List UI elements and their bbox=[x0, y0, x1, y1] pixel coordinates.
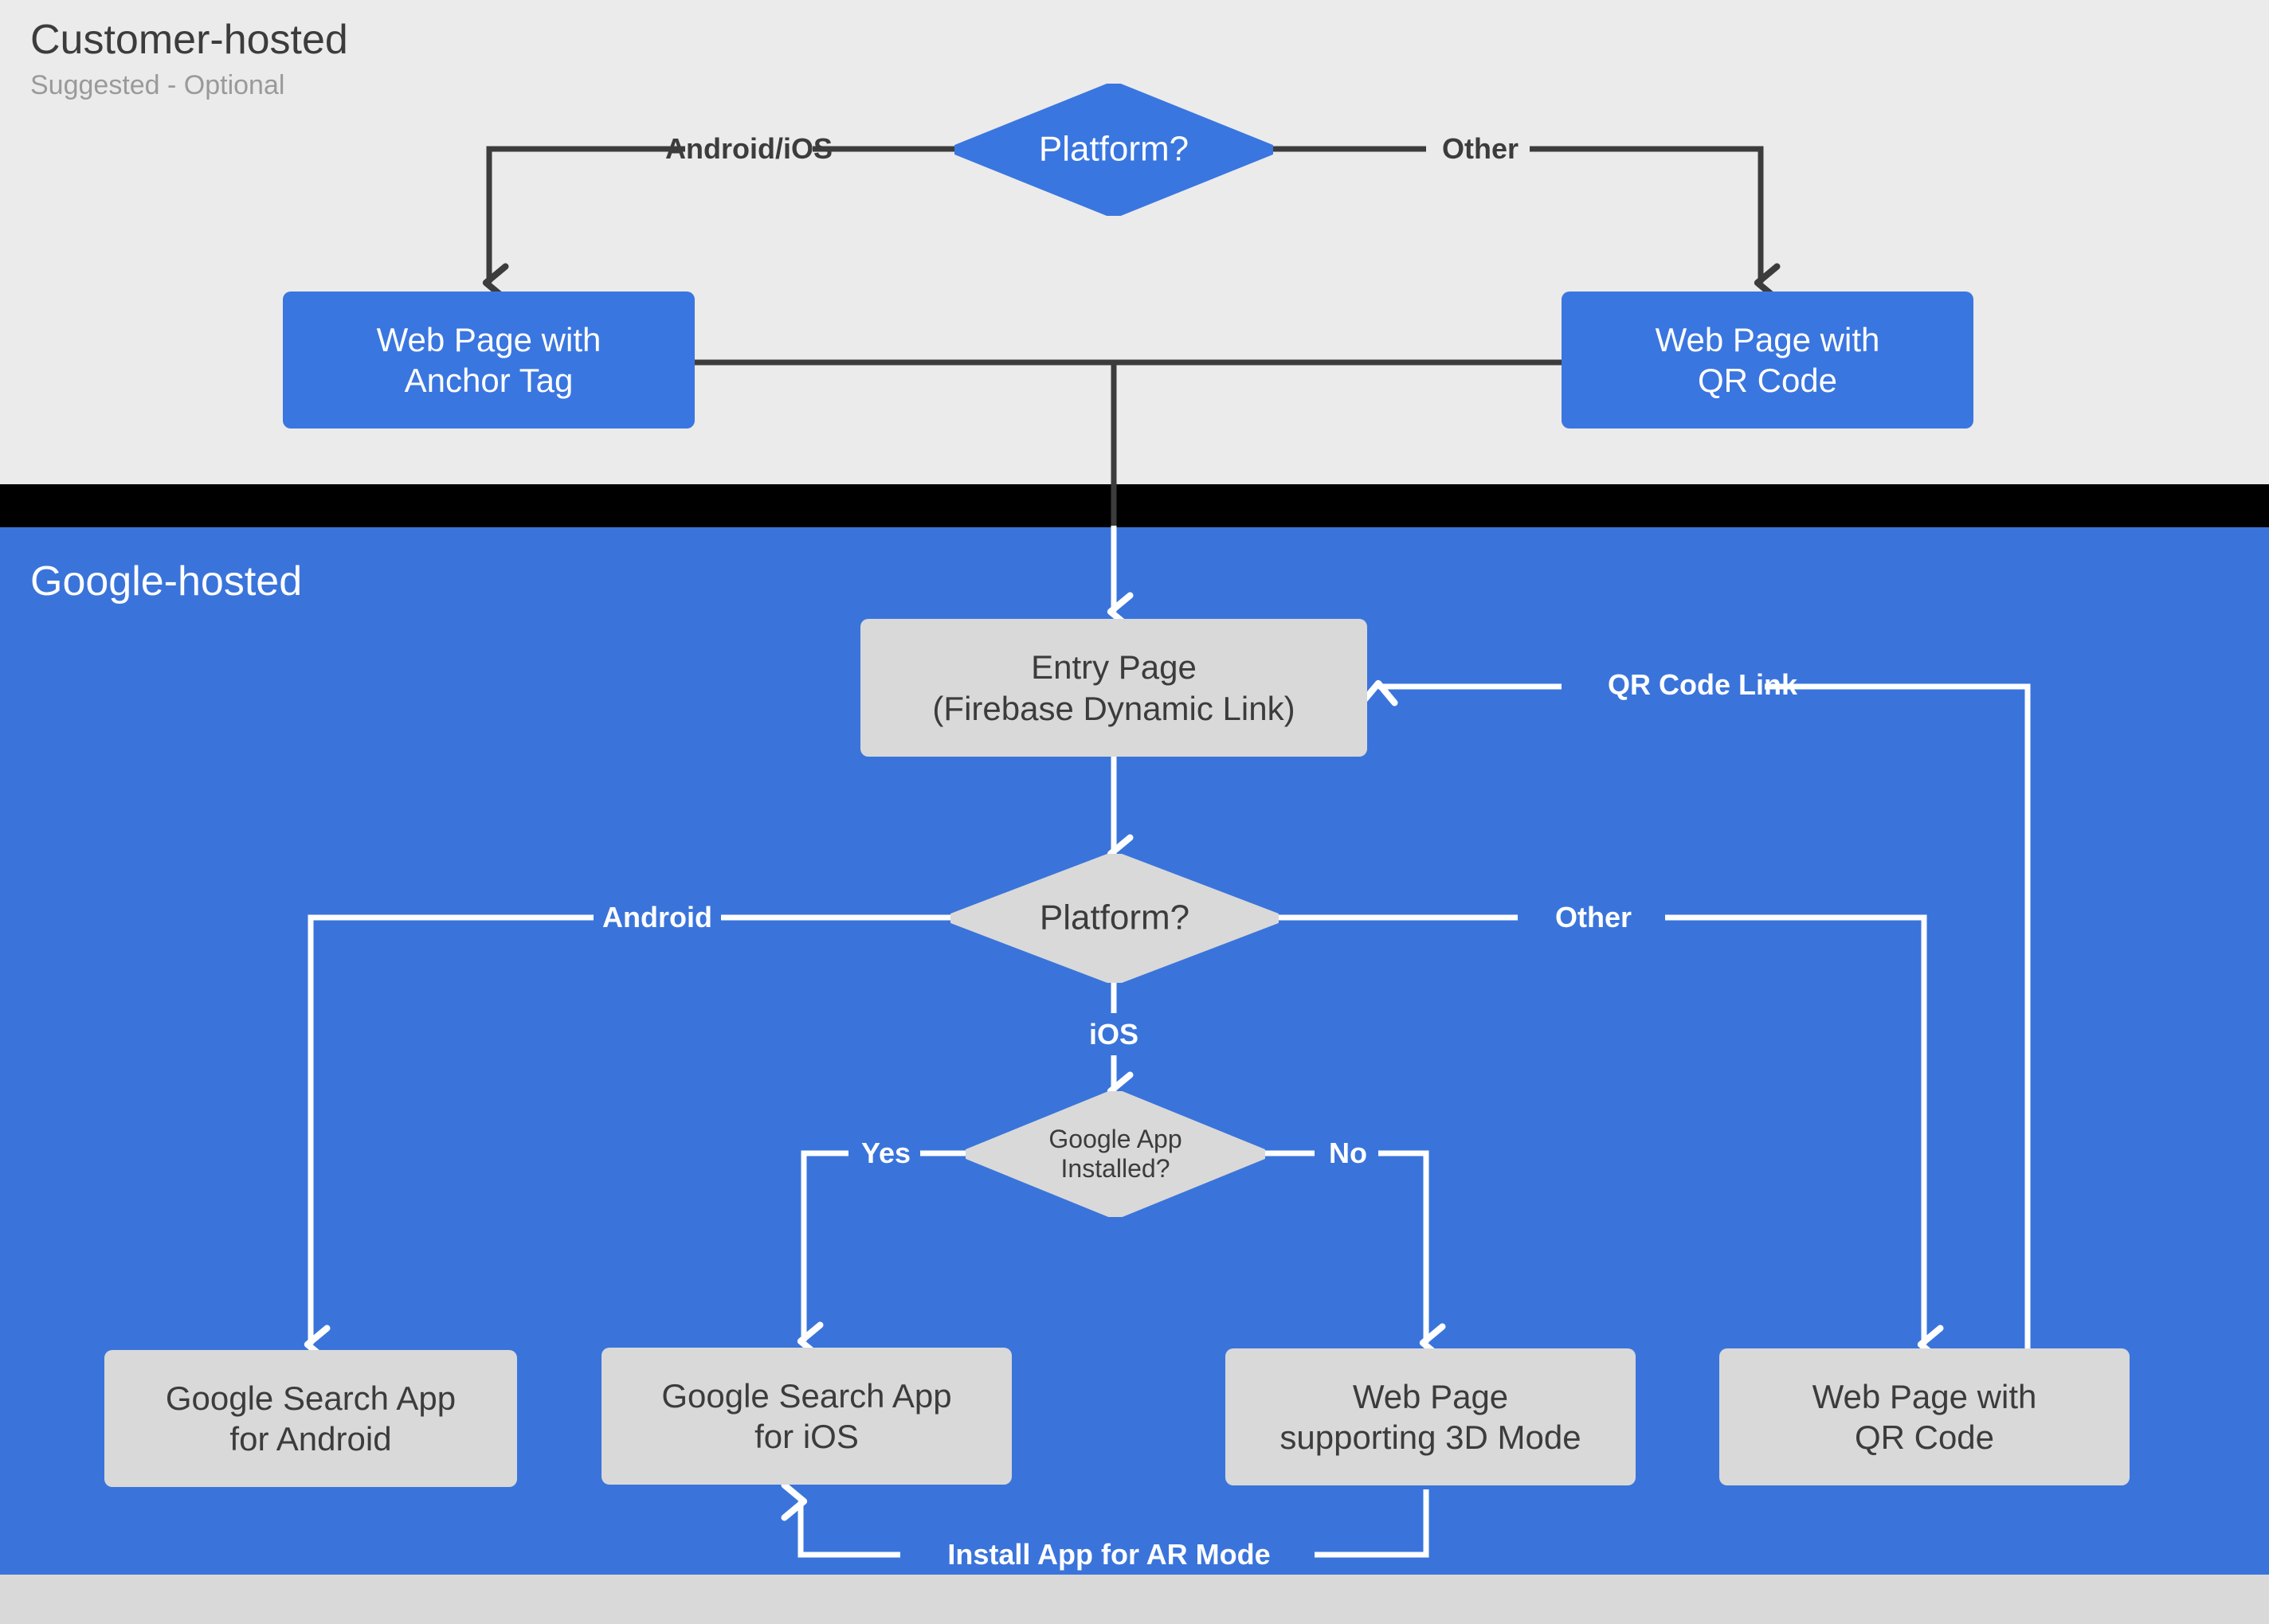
customer-hosted-title: Customer-hosted bbox=[30, 17, 348, 63]
edge-label-qr-code-link: QR Code Link bbox=[1607, 668, 1798, 702]
node-entry-page[interactable]: Entry Page (Firebase Dynamic Link) bbox=[860, 619, 1367, 757]
gsa-ios-line2: for iOS bbox=[754, 1418, 859, 1455]
web-3d-line2: supporting 3D Mode bbox=[1279, 1419, 1581, 1456]
node-web-page-anchor-tag[interactable]: Web Page with Anchor Tag bbox=[283, 292, 695, 429]
edge-label-other-bottom: Other bbox=[1554, 901, 1632, 934]
web-qr-top-line2: QR Code bbox=[1697, 362, 1838, 399]
entry-page-line1: Entry Page bbox=[1031, 648, 1197, 687]
edge-qr-link-a bbox=[1765, 683, 2031, 1348]
web-qr-bottom-line1: Web Page with bbox=[1812, 1377, 2037, 1415]
node-web-page-qr-bottom[interactable]: Web Page with QR Code bbox=[1719, 1348, 2130, 1485]
gsa-ios-line1: Google Search App bbox=[661, 1376, 952, 1415]
edge-platform-top-to-anchor bbox=[482, 146, 685, 303]
entry-page-line2: (Firebase Dynamic Link) bbox=[932, 689, 1295, 727]
google-app-installed-line1: Google App bbox=[1048, 1125, 1182, 1154]
node-web-page-3d-mode[interactable]: Web Page supporting 3D Mode bbox=[1225, 1348, 1636, 1485]
customer-hosted-subtitle: Suggested - Optional bbox=[30, 70, 285, 100]
edge-ar-mode-into-gsa-ios bbox=[781, 1481, 900, 1558]
google-app-installed-line2: Installed? bbox=[1060, 1154, 1170, 1183]
edge-ar-mode-a bbox=[1315, 1489, 1429, 1558]
edge-label-yes: Yes bbox=[860, 1137, 911, 1170]
web-qr-bottom-line2: QR Code bbox=[1854, 1419, 1995, 1456]
edge-platform-top-to-qr bbox=[1530, 146, 1781, 303]
edge-label-other-top: Other bbox=[1441, 132, 1519, 166]
google-app-installed-label: Google App Installed? bbox=[1048, 1125, 1182, 1184]
edge-label-install-ar-mode: Install App for AR Mode bbox=[947, 1538, 1271, 1571]
web-3d-line1: Web Page bbox=[1352, 1377, 1509, 1415]
edge-installed-to-gsa-ios bbox=[797, 1150, 848, 1361]
node-google-search-app-android[interactable]: Google Search App for Android bbox=[104, 1350, 517, 1487]
web-anchor-line2: Anchor Tag bbox=[404, 362, 574, 399]
gsa-android-line1: Google Search App bbox=[165, 1379, 457, 1417]
section-divider-band bbox=[0, 484, 2269, 527]
edge-platform-to-gsa-android bbox=[304, 914, 594, 1364]
google-hosted-title: Google-hosted bbox=[30, 558, 303, 605]
platform-top-label: Platform? bbox=[1038, 129, 1189, 169]
edge-label-no: No bbox=[1329, 1137, 1367, 1170]
platform-bottom-diamond[interactable] bbox=[950, 854, 1279, 983]
gsa-android-line2: for Android bbox=[229, 1420, 392, 1458]
bottom-margin-band bbox=[0, 1575, 2269, 1624]
node-google-search-app-ios[interactable]: Google Search App for iOS bbox=[602, 1348, 1012, 1485]
web-qr-top-line1: Web Page with bbox=[1655, 320, 1880, 358]
platform-top-diamond[interactable] bbox=[954, 84, 1273, 216]
edge-label-android: Android bbox=[602, 901, 712, 934]
platform-bottom-label: Platform? bbox=[1039, 898, 1190, 937]
edge-installed-to-web3d bbox=[1378, 1150, 1446, 1363]
edge-platform-to-qr-bottom bbox=[1665, 914, 1944, 1364]
node-web-page-qr-top[interactable]: Web Page with QR Code bbox=[1562, 292, 1973, 429]
edge-label-ios: iOS bbox=[1088, 1018, 1139, 1051]
google-app-installed-diamond[interactable] bbox=[966, 1091, 1265, 1217]
web-anchor-line1: Web Page with bbox=[376, 320, 602, 358]
edge-label-android-ios: Android/iOS bbox=[665, 132, 833, 166]
